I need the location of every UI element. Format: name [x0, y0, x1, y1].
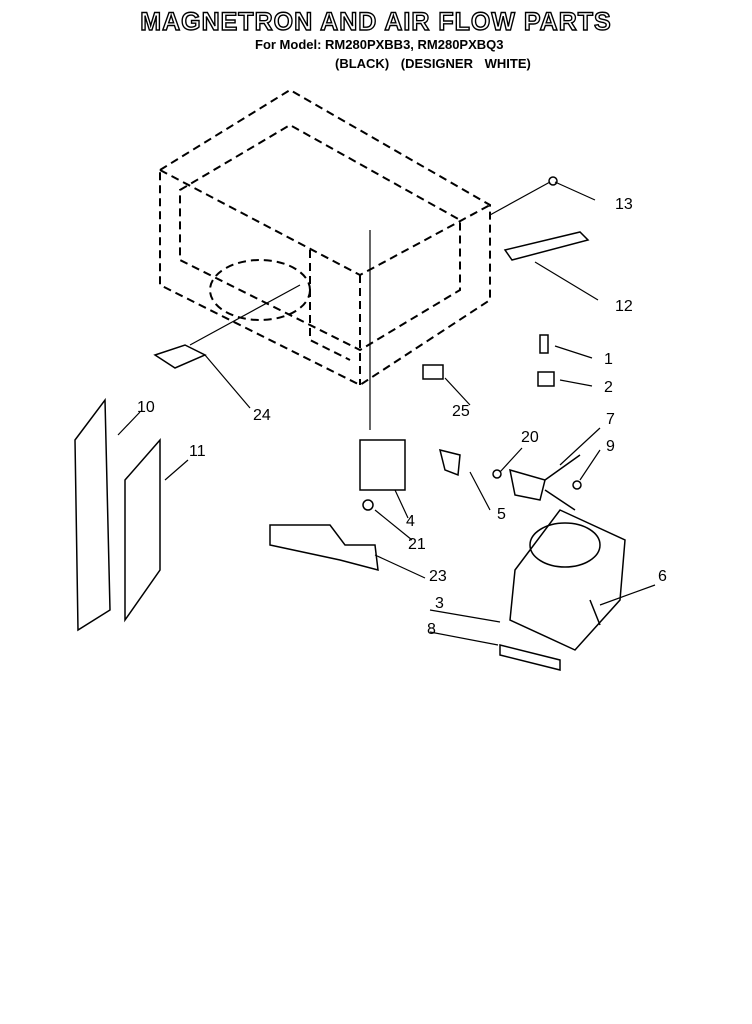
callout-13: 13 [615, 196, 633, 213]
callout-3: 3 [435, 595, 444, 612]
callout-12: 12 [615, 298, 633, 315]
cabinet-outline [159, 88, 491, 387]
part-23-duct [269, 524, 379, 572]
part-11-panel [124, 438, 161, 623]
part-8-strip [499, 644, 561, 671]
part-10-duct [74, 397, 111, 632]
callout-21: 21 [408, 536, 426, 553]
callout-11: 11 [189, 443, 206, 460]
model-label: For Model: RM280PXBB3, RM280PXBQ3 [255, 37, 504, 52]
part-5-bracket [438, 448, 461, 477]
part-2-switch [537, 371, 555, 387]
part-24-cover [153, 344, 207, 369]
callout-2: 2 [604, 379, 613, 396]
diagram-title: MAGNETRON AND AIR FLOW PARTS [140, 7, 612, 36]
part-25-block [422, 364, 444, 380]
callout-6: 6 [658, 568, 667, 585]
part-12-strip [503, 231, 590, 261]
part-4-magnetron [359, 439, 406, 491]
callout-24: 24 [253, 407, 271, 424]
part-21-screw [362, 499, 374, 511]
part-9-nut [572, 480, 582, 490]
callout-25: 25 [452, 403, 470, 420]
part-3-fan-housing [509, 509, 626, 651]
parts [74, 176, 626, 671]
callout-8: 8 [427, 621, 436, 638]
callout-5: 5 [497, 506, 506, 523]
part-1-fuse [539, 334, 549, 354]
callout-1: 1 [604, 351, 613, 368]
color-labels: (BLACK) (DESIGNER WHITE) [335, 56, 531, 71]
callout-10: 10 [137, 399, 155, 416]
callout-4: 4 [406, 513, 415, 530]
part-13-screw [548, 176, 558, 186]
callout-23: 23 [429, 568, 447, 585]
callout-20: 20 [521, 429, 539, 446]
callout-9: 9 [606, 438, 615, 455]
part-20-screw [492, 469, 502, 479]
part-6-motor [589, 599, 601, 626]
leader-lines [117, 181, 656, 646]
part-7-fan-blade [509, 454, 581, 511]
callout-7: 7 [606, 411, 615, 428]
